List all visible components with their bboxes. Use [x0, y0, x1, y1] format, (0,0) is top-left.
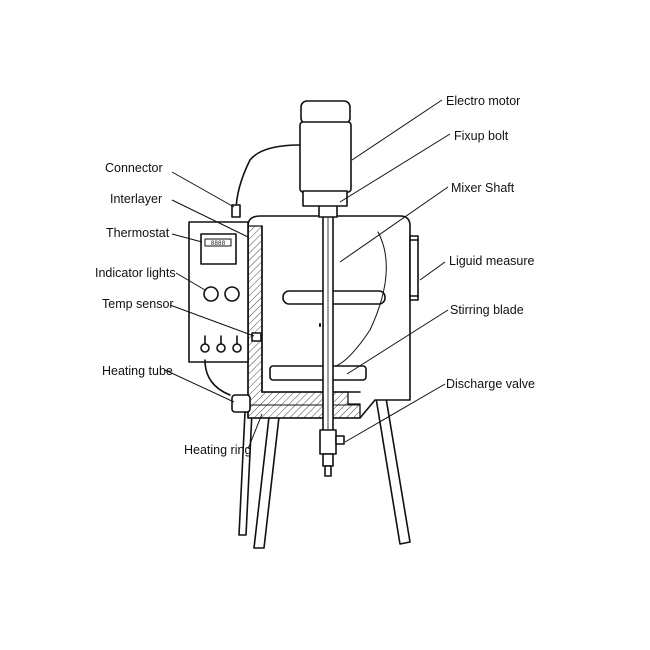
stirring-blade-shape [269, 365, 367, 381]
label-mixer-shaft: Mixer Shaft [451, 181, 515, 195]
label-interlayer: Interlayer [110, 192, 162, 206]
thermostat-readout: 8888 [211, 240, 226, 247]
label-thermostat: Thermostat [106, 226, 170, 240]
connector-cable [235, 144, 301, 213]
heating-tube-pipe [204, 359, 231, 396]
label-stirring-blade: Stirring blade [450, 303, 524, 317]
label-indicator-lights: Indicator lights [95, 266, 176, 280]
label-heating-tube: Heating tube [102, 364, 173, 378]
label-discharge-valve: Discharge valve [446, 377, 535, 391]
control-switches [200, 335, 242, 353]
temp-sensor-shape [251, 332, 262, 342]
label-temp-sensor: Temp sensor [102, 297, 174, 311]
label-electro-motor: Electro motor [446, 94, 520, 108]
liquid-curve [335, 231, 387, 367]
label-liquid-measure: Liguid measure [449, 254, 535, 268]
indicator-light-1 [203, 286, 219, 302]
label-heating-ring: Heating ring [184, 443, 251, 457]
sight-window [282, 290, 386, 305]
leader-lines [164, 99, 451, 450]
liquid-measure-shape [409, 235, 419, 301]
control-box [188, 221, 249, 363]
discharge-valve-shape [319, 429, 345, 477]
label-fixup-bolt: Fixup bolt [454, 129, 509, 143]
heating-tube-shape [231, 394, 251, 413]
label-connector: Connector [105, 161, 163, 175]
indicator-light-2 [224, 286, 240, 302]
electro-motor-shape [299, 100, 352, 207]
